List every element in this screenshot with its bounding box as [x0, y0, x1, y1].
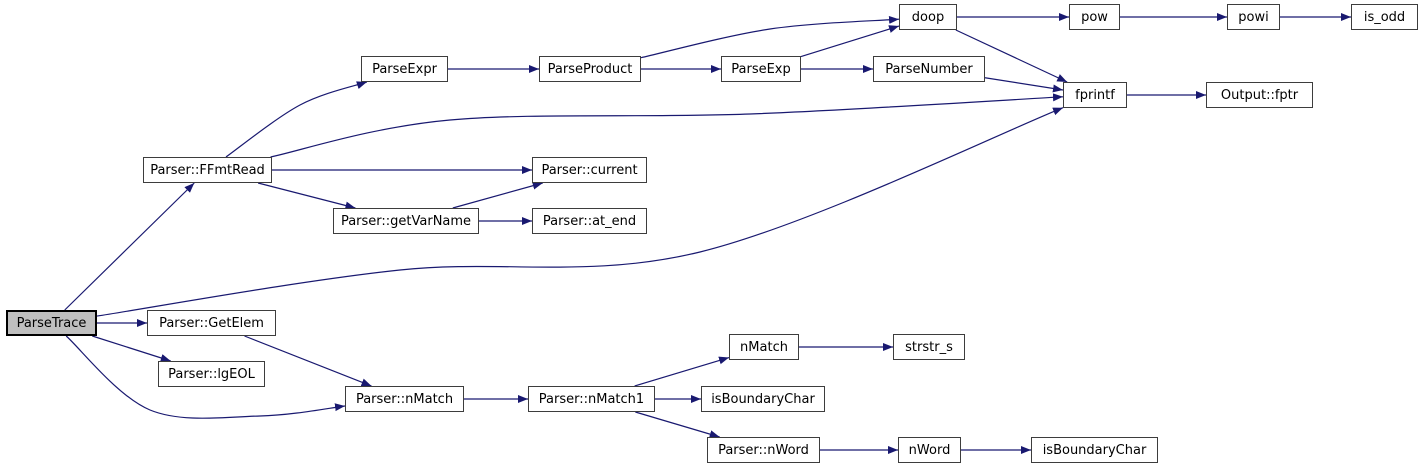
edge-parser-nmatch1-to-nmatch — [634, 356, 730, 387]
node-parser-current[interactable]: Parser::current — [532, 157, 647, 183]
node-parser-getelem[interactable]: Parser::GetElem — [147, 310, 276, 336]
node-isboundarychar[interactable]: isBoundaryChar — [701, 386, 825, 412]
node-parser-nmatch[interactable]: Parser::nMatch — [345, 386, 464, 412]
node-output-fptr[interactable]: Output::fptr — [1206, 82, 1313, 108]
node-is_odd[interactable]: is_odd — [1351, 4, 1418, 30]
node-nword[interactable]: nWord — [898, 437, 961, 463]
node-nmatch[interactable]: nMatch — [729, 334, 799, 360]
edge-group — [64, 13, 1351, 454]
node-strstr_s[interactable]: strstr_s — [893, 334, 965, 360]
node-parseproduct[interactable]: ParseProduct — [539, 56, 641, 82]
node-powi[interactable]: powi — [1227, 4, 1280, 30]
node-doop[interactable]: doop — [899, 4, 957, 30]
node-parser-ffmtread[interactable]: Parser::FFmtRead — [143, 157, 272, 183]
edge-parser-getvarname-to-parser-current — [452, 181, 543, 209]
node-parser-lgeol[interactable]: Parser::lgEOL — [158, 361, 265, 387]
node-parser-getvarname[interactable]: Parser::getVarName — [333, 208, 479, 234]
edge-parsetrace-to-parser-nmatch — [65, 335, 346, 419]
node-parser-nword[interactable]: Parser::nWord — [707, 437, 820, 463]
edge-parsetrace-to-parser-ffmtread — [64, 182, 195, 311]
edge-parser-ffmtread-to-parseexpr — [225, 81, 367, 158]
node-pow[interactable]: pow — [1069, 4, 1120, 30]
edge-parseexp-to-doop — [800, 25, 900, 58]
edge-parser-ffmtread-to-fprintf — [270, 93, 1064, 158]
edge-doop-to-fprintf — [955, 29, 1068, 83]
node-parsetrace[interactable]: ParseTrace — [6, 310, 97, 336]
edge-parsetrace-to-fprintf — [96, 107, 1064, 317]
node-isboundarychar2[interactable]: isBoundaryChar — [1031, 437, 1158, 463]
edge-parseproduct-to-doop — [640, 15, 900, 59]
node-parser-at_end[interactable]: Parser::at_end — [532, 208, 647, 234]
edge-parsenumber-to-fprintf — [984, 77, 1064, 93]
edge-parser-nmatch1-to-parser-nword — [635, 411, 720, 438]
node-fprintf[interactable]: fprintf — [1063, 82, 1127, 108]
edge-parser-getelem-to-parser-nmatch — [244, 335, 372, 387]
edge-parser-ffmtread-to-parser-getvarname — [257, 182, 356, 210]
edge-parsetrace-to-parser-lgeol — [92, 335, 171, 362]
node-parser-nmatch1[interactable]: Parser::nMatch1 — [528, 386, 655, 412]
node-parsenumber[interactable]: ParseNumber — [873, 56, 985, 82]
node-parseexp[interactable]: ParseExp — [721, 56, 801, 82]
node-parseexpr[interactable]: ParseExpr — [361, 56, 448, 82]
